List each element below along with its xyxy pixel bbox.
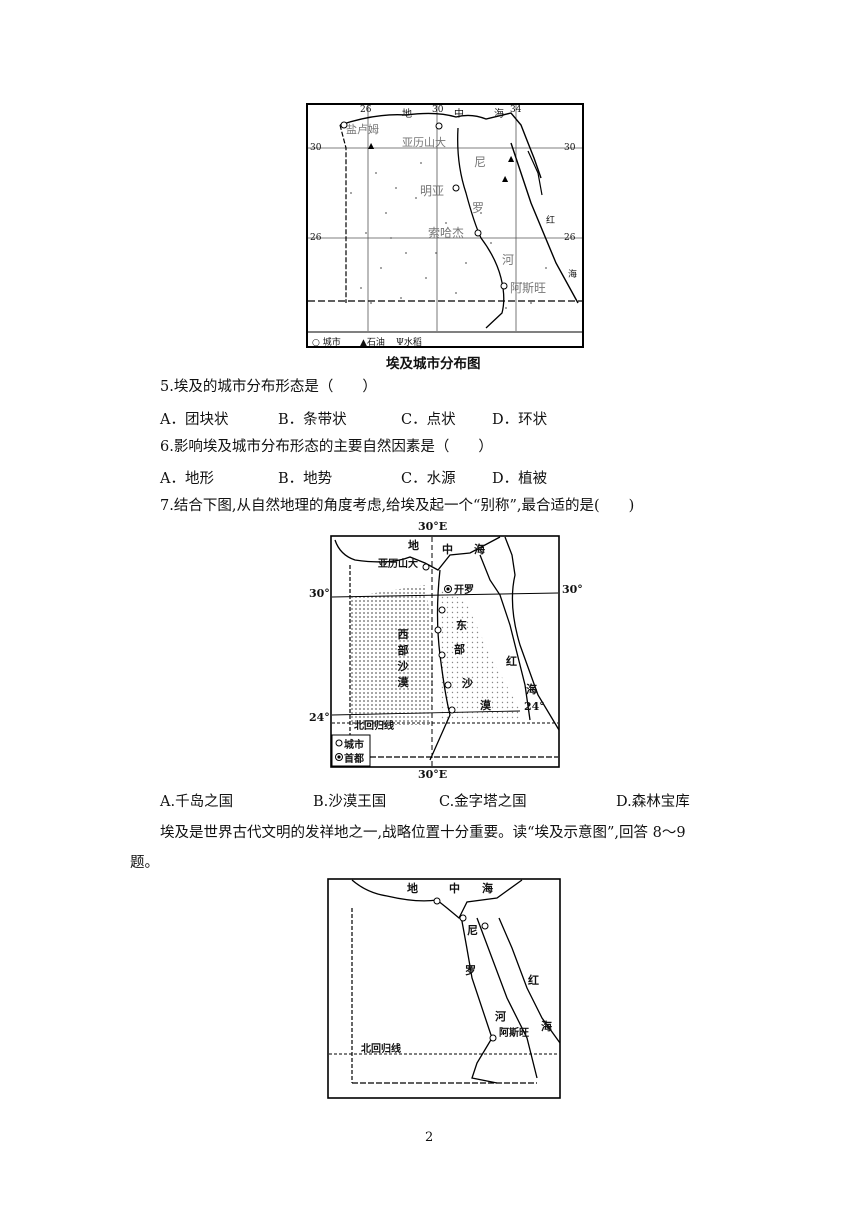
q7-option-d[interactable]: D.森林宝库 bbox=[616, 794, 690, 810]
river-label-1: 尼 bbox=[474, 155, 487, 169]
map-egypt-cities: ▲ ▲ ▲ 26 30 34 30 30 26 26 地 中 海 盐卢姆 亚历山… bbox=[306, 103, 584, 348]
map2-lat-30-right: 30° bbox=[562, 583, 583, 596]
map-egypt-sketch-svg bbox=[327, 878, 561, 1099]
m2-east-1: 东 bbox=[456, 619, 467, 632]
m2-sea-1: 地 bbox=[408, 539, 419, 552]
m2-sea-2: 中 bbox=[442, 543, 453, 556]
m3-river-1: 尼 bbox=[467, 924, 478, 937]
svg-text:▲: ▲ bbox=[368, 141, 375, 150]
m2-east-3: 沙 bbox=[462, 677, 473, 690]
lat-label-30-right: 30 bbox=[564, 143, 576, 153]
passage-line-2: 题。 bbox=[130, 855, 159, 871]
lat-label-26-left: 26 bbox=[310, 233, 322, 243]
legend-rice: Ψ水稻 bbox=[396, 338, 422, 348]
q6-option-a[interactable]: A．地形 bbox=[160, 471, 214, 487]
map2-bottom-label: 30°E bbox=[418, 768, 448, 781]
m2-west-desert: 西 部 沙 漠 bbox=[397, 628, 409, 689]
svg-text:▲: ▲ bbox=[508, 154, 515, 163]
question-6-stem: 6.影响埃及城市分布形态的主要自然因素是（ ） bbox=[160, 439, 493, 455]
m3-river-2: 罗 bbox=[465, 964, 476, 977]
sea-label-2: 中 bbox=[454, 109, 464, 120]
m3-red-sea-2: 海 bbox=[541, 1020, 552, 1033]
m2-city-alexandria: 亚历山大 bbox=[378, 559, 418, 570]
city-label-salloum: 盐卢姆 bbox=[346, 123, 379, 136]
m2-tropic: 北回归线 bbox=[354, 721, 394, 732]
legend-city: ○ 城市 bbox=[312, 338, 341, 348]
map2-lat-24-left: 24° bbox=[309, 711, 330, 724]
m2-east-2: 部 bbox=[454, 643, 465, 656]
m3-city-aswan: 阿斯旺 bbox=[499, 1028, 529, 1039]
map-egypt-sketch: 地 中 海 尼 罗 河 红 海 阿斯旺 北回归线 bbox=[327, 878, 561, 1099]
q7-option-b[interactable]: B.沙漠王国 bbox=[313, 794, 387, 810]
lat-label-26-right: 26 bbox=[564, 233, 576, 243]
m3-sea-1: 地 bbox=[407, 882, 418, 895]
q7-option-c[interactable]: C.金字塔之国 bbox=[439, 794, 527, 810]
map-egypt-deserts: 地 中 海 亚历山大 开罗 西 部 沙 漠 东 部 沙 漠 红 海 北回归线 城… bbox=[330, 535, 560, 768]
city-label-minya: 明亚 bbox=[420, 184, 445, 198]
river-label-2: 罗 bbox=[472, 201, 485, 215]
lat-label-30-left: 30 bbox=[310, 143, 322, 153]
m3-sea-3: 海 bbox=[482, 882, 493, 895]
sea-label-1: 地 bbox=[402, 109, 412, 120]
page-number: 2 bbox=[425, 1130, 434, 1145]
red-sea-label-1: 红 bbox=[546, 216, 556, 226]
q5-option-d[interactable]: D．环状 bbox=[492, 412, 548, 428]
city-label-sohag: 索哈杰 bbox=[428, 226, 465, 240]
m2-legend-capital: 首都 bbox=[344, 754, 364, 765]
m3-river-3: 河 bbox=[495, 1010, 506, 1023]
river-label-3: 河 bbox=[502, 253, 515, 267]
red-sea-label-2: 海 bbox=[568, 270, 578, 280]
map2-lat-30-left: 30° bbox=[309, 587, 330, 600]
m2-legend-city: 城市 bbox=[344, 740, 364, 751]
city-label-aswan: 阿斯旺 bbox=[510, 281, 547, 295]
m2-capital-cairo: 开罗 bbox=[454, 585, 474, 596]
map2-top-label: 30°E bbox=[418, 520, 448, 533]
q5-option-a[interactable]: A．团块状 bbox=[160, 412, 229, 428]
m2-red-sea-2: 海 bbox=[526, 683, 537, 696]
question-7-stem: 7.结合下图,从自然地理的角度考虑,给埃及起一个“别称”,最合适的是( ) bbox=[160, 498, 635, 514]
q5-option-b[interactable]: B．条带状 bbox=[278, 412, 347, 428]
q5-option-c[interactable]: C．点状 bbox=[401, 412, 456, 428]
map-egypt-cities-svg: ▲ ▲ ▲ bbox=[306, 103, 584, 348]
lon-label-30: 30 bbox=[432, 105, 444, 115]
lon-label-26: 26 bbox=[360, 105, 372, 115]
sea-label-3: 海 bbox=[494, 109, 504, 120]
q6-option-d[interactable]: D．植被 bbox=[492, 471, 548, 487]
city-label-alexandria: 亚历山大 bbox=[402, 136, 446, 149]
map2-lat-24-right: 24° bbox=[524, 700, 545, 713]
legend-oil: ▲石油 bbox=[360, 338, 385, 348]
svg-text:▲: ▲ bbox=[502, 174, 509, 183]
map-egypt-deserts-svg bbox=[330, 535, 560, 768]
m3-red-sea-1: 红 bbox=[528, 974, 539, 987]
passage-line-1: 埃及是世界古代文明的发祥地之一,战略位置十分重要。读“埃及示意图”,回答 8～9 bbox=[160, 825, 686, 841]
m3-tropic: 北回归线 bbox=[361, 1044, 401, 1055]
question-5-stem: 5.埃及的城市分布形态是（ ） bbox=[160, 379, 377, 395]
m2-red-sea-1: 红 bbox=[506, 655, 517, 668]
m2-east-4: 漠 bbox=[480, 699, 491, 712]
m2-sea-3: 海 bbox=[474, 543, 485, 556]
q6-option-c[interactable]: C．水源 bbox=[401, 471, 456, 487]
q6-option-b[interactable]: B．地势 bbox=[278, 471, 333, 487]
lon-label-34: 34 bbox=[510, 105, 522, 115]
map1-caption: 埃及城市分布图 bbox=[386, 356, 481, 372]
m3-sea-2: 中 bbox=[449, 882, 460, 895]
q7-option-a[interactable]: A.千岛之国 bbox=[160, 794, 234, 810]
